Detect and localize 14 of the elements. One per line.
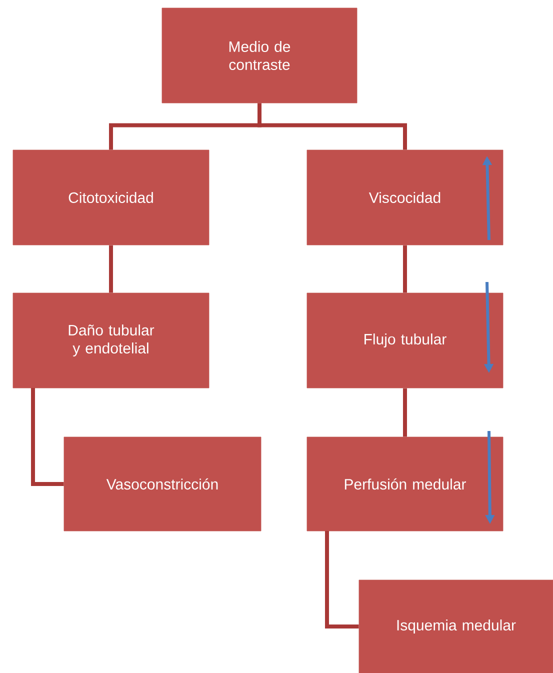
connector (403, 245, 407, 293)
connector (109, 245, 113, 293)
process-box: Flujo tubular (306, 292, 504, 388)
process-box: Viscocidad (306, 150, 504, 246)
connector (403, 388, 407, 437)
process-box: Citotoxicidad (12, 150, 210, 246)
process-box: Isquemia medular (358, 580, 553, 673)
process-box: Vasoconstricción (64, 436, 262, 532)
process-box: Perfusión medular (306, 436, 504, 532)
connector (31, 388, 64, 486)
process-box: Daño tubular y endotelial (12, 292, 210, 388)
connector (325, 531, 359, 628)
process-box: Medio de contraste (162, 8, 358, 104)
connector (258, 103, 407, 150)
